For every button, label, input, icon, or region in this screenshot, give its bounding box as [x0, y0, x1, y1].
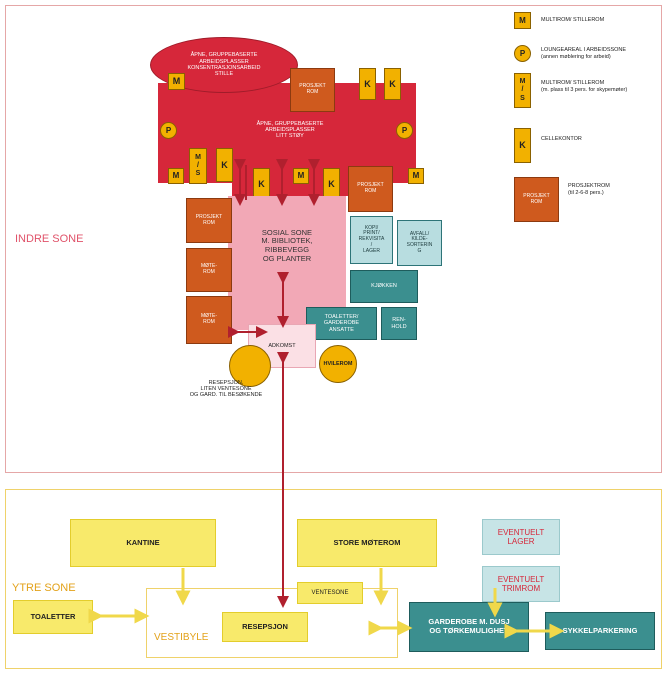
lounge-circle: P — [396, 122, 413, 139]
lounge-circle: P — [160, 122, 177, 139]
legend-ms-text: MULTIROM/ STILLEROM (m. plass til 3 pers… — [541, 80, 628, 93]
moterom: MØTE- ROM — [186, 296, 232, 344]
open-workspace-label: ÅPNE, GRUPPEBASERTE ARBEIDSPLASSER LITT … — [256, 120, 324, 140]
rest-room-circle: HVILEROM — [319, 345, 357, 383]
legend-p-text: LOUNGEAREAL I ARBEIDSSONE (annen møbleri… — [541, 47, 627, 60]
rest-room-label: HVILEROM — [323, 360, 353, 367]
copy-print-room: KOPI/ PRINT/ REKVISITA / LAGER — [350, 216, 393, 264]
legend-k-box: K — [514, 128, 531, 163]
entrance-label: ADKOMST — [268, 342, 296, 349]
multirom-box: M — [408, 168, 424, 184]
legend-p-circle: P — [514, 45, 531, 62]
prosjektrom: PROSJEKT ROM — [186, 198, 232, 243]
moterom: MØTE- ROM — [186, 248, 232, 292]
cleaning-room: REN- HOLD — [381, 307, 417, 340]
staff-toilets: TOALETTER/ GARDEROBE ANSATTE — [306, 307, 377, 340]
inner-zone-label: INDRE SONE — [15, 233, 84, 245]
multirom-skype-box: M / S — [189, 148, 207, 184]
multirom-box: M — [168, 168, 184, 184]
ventesone-area: VENTESONE — [297, 582, 363, 604]
vestibyle-label: VESTIBYLE — [154, 632, 209, 643]
outer-zone-label: YTRE SONE — [12, 582, 76, 594]
prosjektrom: PROSJEKT ROM — [348, 166, 393, 212]
reception-note: RESEPSJON, LITEN VENTESONE OG GARD. TIL … — [189, 379, 263, 399]
legend-prosj-text: PROSJEKTROM (til 2-6-8 pers.) — [568, 183, 610, 196]
waste-sorting-room: AVFALL/ KILDE- SORTERIN G — [397, 220, 442, 266]
cellekontor-box: K — [384, 68, 401, 100]
kantine-room: KANTINE — [70, 519, 216, 567]
kitchen: KJØKKEN — [350, 270, 418, 303]
outer-zone — [5, 489, 662, 669]
eventuelt-lager-room: EVENTUELT LAGER — [482, 519, 560, 555]
store-moterom-room: STORE MØTEROM — [297, 519, 437, 567]
toaletter-room: TOALETTER — [13, 600, 93, 634]
multirom-box: M — [168, 73, 185, 90]
cellekontor-box: K — [216, 148, 233, 182]
legend-prosj-box: PROSJEKT ROM — [514, 177, 559, 222]
quiet-workspace-label: ÅPNE, GRUPPEBASERTE ARBEIDSPLASSER KONSE… — [187, 52, 261, 78]
cellekontor-box: K — [359, 68, 376, 100]
legend-ms-box: M / S — [514, 73, 531, 108]
resepsjon-desk: RESEPSJON — [222, 612, 308, 642]
social-zone-label: SOSIAL SONE M. BIBLIOTEK, RIBBEVEGG OG P… — [261, 227, 313, 263]
legend-m-box: M — [514, 12, 531, 29]
reception-circle — [229, 345, 271, 387]
legend-m-text: MULTIROM/ STILLEROM — [541, 17, 605, 23]
prosjektrom: PROSJEKT ROM — [290, 68, 335, 112]
inner-zone — [5, 5, 662, 473]
legend-k-text: CELLEKONTOR — [541, 136, 582, 142]
